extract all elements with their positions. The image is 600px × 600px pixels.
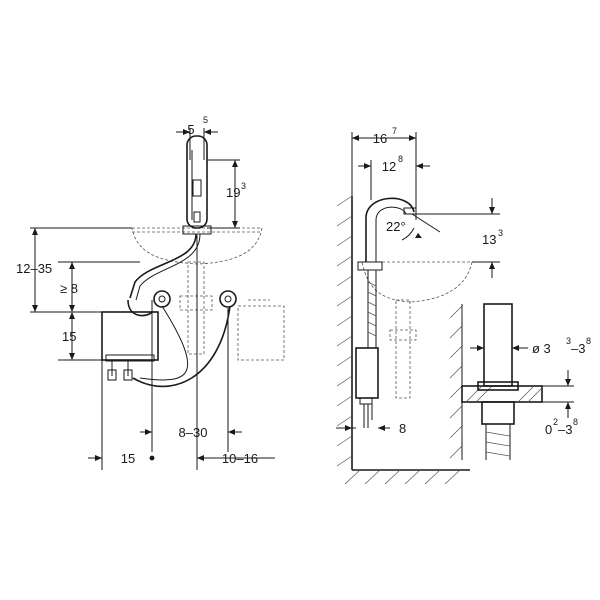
front-hose <box>129 233 197 299</box>
label-pipe-dia: ø 3 <box>532 341 551 356</box>
label-reach-outer: 16 <box>373 131 387 146</box>
side-trap <box>395 299 411 399</box>
label-slab-thickness-sup1: 2 <box>553 417 558 427</box>
label-slab-thickness-sup2: 8 <box>573 417 578 427</box>
front-basin <box>131 227 263 265</box>
side-basin <box>361 261 473 303</box>
side-control-box <box>355 347 379 399</box>
label-side-height: 13 <box>482 232 496 247</box>
wall-hatch <box>336 195 461 485</box>
label-spout-width: 5 <box>187 122 194 137</box>
side-view: 16 7 12 8 22° 13 3 8 <box>336 126 503 485</box>
label-pipe-dia-sup2: 8 <box>586 336 591 346</box>
front-trap <box>187 261 205 355</box>
pipe-detail: ø 3 3 –3 8 0 2 –3 8 <box>449 303 591 460</box>
label-bottom-left: 15 <box>121 451 135 466</box>
label-lateral-range: 8–30 <box>179 425 208 440</box>
label-bottom-right: 10–16 <box>222 451 258 466</box>
detail-tube <box>483 303 513 387</box>
front-view: 5 5 19 3 12–35 ≥ 8 15 8–30 <box>16 115 285 470</box>
label-slab-thickness: 0 <box>545 422 552 437</box>
front-valve-right <box>219 290 237 308</box>
label-box-height: 15 <box>62 329 76 344</box>
front-power-unit <box>237 305 285 361</box>
label-pipe-dia-sup1: 3 <box>566 336 571 346</box>
label-reach-inner: 12 <box>382 159 396 174</box>
slab-hatch <box>449 305 463 459</box>
label-pipe-dia-mid: –3 <box>571 341 585 356</box>
label-reach-outer-sup: 7 <box>392 126 397 136</box>
front-control-box <box>101 311 159 361</box>
label-spout-height-sup: 3 <box>241 181 246 191</box>
label-angle: 22° <box>386 219 406 234</box>
label-min-gap: ≥ 8 <box>60 281 78 296</box>
front-faucet-body <box>186 135 208 229</box>
front-valve-left <box>153 290 171 308</box>
label-slab-thickness-mid: –3 <box>558 422 572 437</box>
label-spout-width-sup: 5 <box>203 115 208 125</box>
label-reach-inner-sup: 8 <box>398 154 403 164</box>
label-side-height-sup: 3 <box>498 228 503 238</box>
label-height-range: 12–35 <box>16 261 52 276</box>
side-faucet <box>365 197 415 262</box>
label-side-box-gap: 8 <box>399 421 406 436</box>
label-spout-height: 19 <box>226 185 240 200</box>
